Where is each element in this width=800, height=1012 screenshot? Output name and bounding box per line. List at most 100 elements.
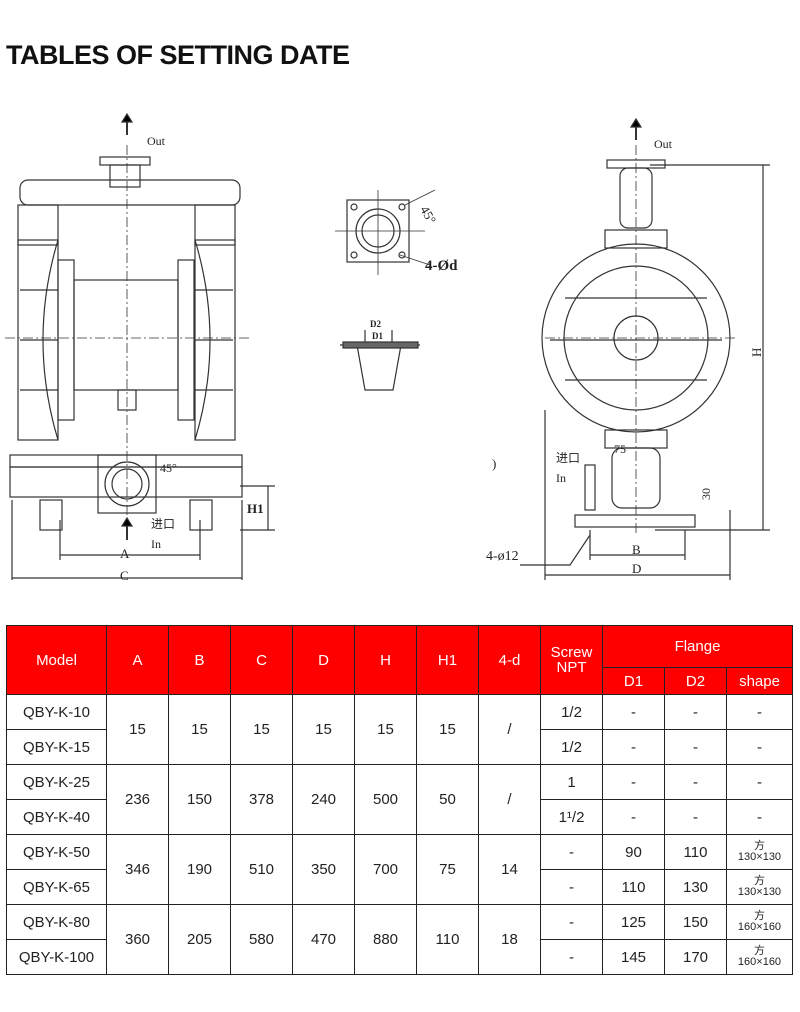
h1-label: H1 — [247, 501, 264, 516]
screw-npt-cell: - — [540, 939, 603, 975]
shape-size: 160×160 — [737, 921, 782, 933]
h-label: H — [749, 348, 764, 357]
flange-shape-cell: - — [726, 799, 793, 835]
h-cell: 500 — [354, 764, 417, 835]
model-cell: QBY-K-25 — [6, 764, 107, 800]
shape-size: 160×160 — [737, 956, 782, 968]
screw-npt-cell: 1/2 — [540, 694, 603, 730]
d1-label: D1 — [372, 331, 383, 341]
h1-cell: 110 — [416, 904, 479, 975]
header-screw-npt: Screw NPT — [540, 625, 603, 695]
page-title: TABLES OF SETTING DATE — [6, 40, 350, 70]
h1-cell: 50 — [416, 764, 479, 835]
model-cell: QBY-K-80 — [6, 904, 107, 940]
header-d1: D1 — [602, 667, 665, 695]
screw-npt-cell: 1¹/2 — [540, 799, 603, 835]
flange-d2-cell: 170 — [664, 939, 727, 975]
side-view — [520, 117, 770, 580]
flange-d2-cell: 150 — [664, 904, 727, 940]
model-cell: QBY-K-65 — [6, 869, 107, 905]
d-cell: 470 — [292, 904, 355, 975]
stray-mark: ) — [492, 456, 496, 471]
shape-size: 130×130 — [737, 851, 782, 863]
d-cell: 15 — [292, 694, 355, 765]
dim-30-label: 30 — [699, 488, 713, 500]
header-4d: 4-d — [478, 625, 541, 695]
a-cell: 15 — [106, 694, 169, 765]
header-h1: H1 — [416, 625, 479, 695]
flange-detail — [335, 189, 436, 391]
shape-type: 方 — [754, 875, 765, 887]
pump-technical-drawing: Out 45° H1 进口 In A C 45° 4-Ød D2 D1 ) Ou… — [5, 112, 770, 583]
h-cell: 700 — [354, 834, 417, 905]
h-cell: 880 — [354, 904, 417, 975]
flange-d2-cell: - — [664, 694, 727, 730]
screw-npt-cell: 1/2 — [540, 729, 603, 765]
d2-label: D2 — [370, 319, 381, 329]
h-cell: 15 — [354, 694, 417, 765]
flange-shape-cell: - — [726, 694, 793, 730]
flange-d1-cell: - — [602, 764, 665, 800]
flange-d1-cell: 125 — [602, 904, 665, 940]
screw-npt-cell: - — [540, 834, 603, 870]
model-cell: QBY-K-50 — [6, 834, 107, 870]
model-cell: QBY-K-100 — [6, 939, 107, 975]
flange-d2-cell: - — [664, 729, 727, 765]
flange-d2-cell: 110 — [664, 834, 727, 870]
header-model: Model — [6, 625, 107, 695]
settings-table: Model A B C D H H1 4-d Screw NPT Flange … — [6, 625, 793, 975]
4d-cell: 14 — [478, 834, 541, 905]
dim-75-label: 75 — [614, 442, 626, 456]
d-cell: 350 — [292, 834, 355, 905]
b-cell: 150 — [168, 764, 231, 835]
d-label: D — [632, 561, 641, 576]
header-h: H — [354, 625, 417, 695]
header-c: C — [230, 625, 293, 695]
flange-d1-cell: - — [602, 729, 665, 765]
shape-type: 方 — [754, 840, 765, 852]
inlet-cn-left: 进口 — [151, 517, 175, 531]
a-cell: 236 — [106, 764, 169, 835]
c-cell: 378 — [230, 764, 293, 835]
b-cell: 190 — [168, 834, 231, 905]
flange-d1-cell: 90 — [602, 834, 665, 870]
c-cell: 15 — [230, 694, 293, 765]
bolt-holes-label: 4-ø12 — [486, 549, 519, 564]
inlet-cn-right: 进口 — [556, 451, 580, 465]
header-flange: Flange — [602, 625, 793, 668]
screw-npt-cell: - — [540, 904, 603, 940]
screw-npt-cell: - — [540, 869, 603, 905]
flange-d2-cell: 130 — [664, 869, 727, 905]
flange-d1-cell: - — [602, 799, 665, 835]
b-cell: 15 — [168, 694, 231, 765]
out-label-right: Out — [654, 137, 673, 151]
flange-d2-cell: - — [664, 764, 727, 800]
header-a: A — [106, 625, 169, 695]
inlet-en-left: In — [151, 537, 161, 551]
angle-label-detail: 45° — [417, 203, 439, 226]
c-cell: 580 — [230, 904, 293, 975]
shape-type: 方 — [754, 945, 765, 957]
flange-d1-cell: 145 — [602, 939, 665, 975]
4d-cell: / — [478, 694, 541, 765]
d-cell: 240 — [292, 764, 355, 835]
screw-npt-cell: 1 — [540, 764, 603, 800]
flange-d1-cell: - — [602, 694, 665, 730]
header-b: B — [168, 625, 231, 695]
inlet-en-right: In — [556, 471, 566, 485]
a-label: A — [120, 546, 130, 561]
4d-cell: 18 — [478, 904, 541, 975]
out-label-left: Out — [147, 134, 166, 148]
flange-shape-cell: - — [726, 764, 793, 800]
bolt-label: 4-Ød — [425, 258, 458, 274]
b-cell: 205 — [168, 904, 231, 975]
